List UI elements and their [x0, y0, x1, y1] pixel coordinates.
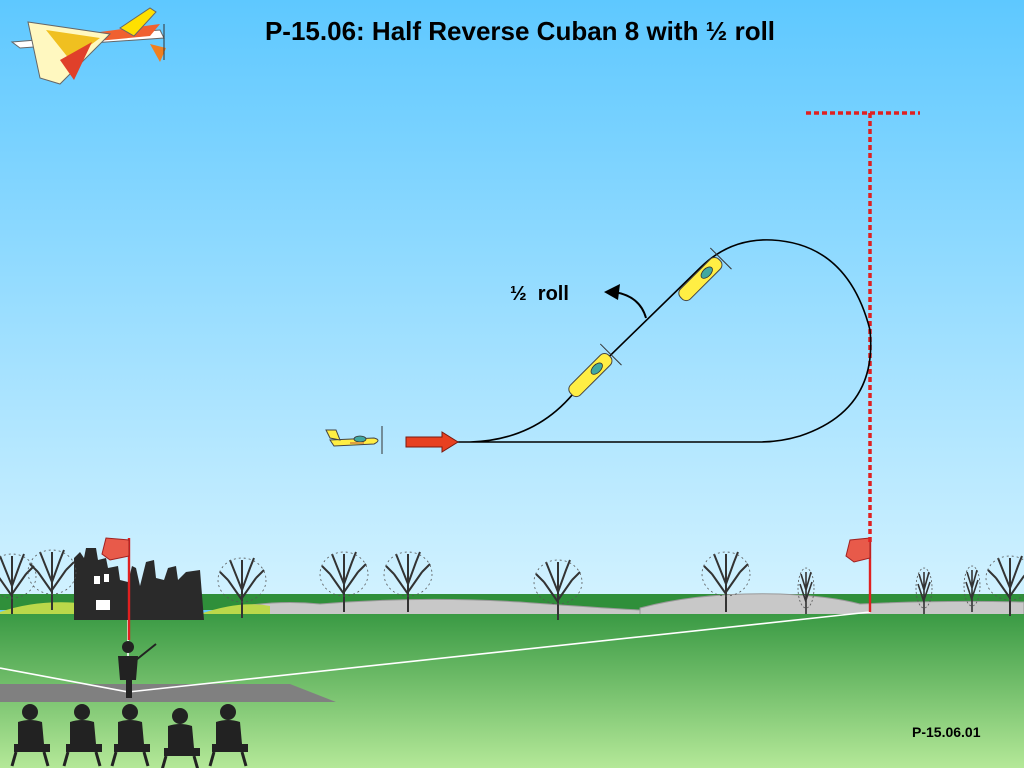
pilot-icon	[118, 641, 157, 698]
flag-icon	[101, 537, 131, 640]
grey-hills	[199, 593, 1024, 617]
runway	[0, 684, 336, 702]
figure-code: P-15.06.01	[912, 724, 981, 740]
sky	[0, 0, 1024, 600]
ruin-window	[104, 574, 109, 582]
roll-label: ½ roll	[510, 283, 569, 305]
flag-icon	[845, 537, 872, 612]
ruin-window	[94, 576, 100, 584]
logo-plane-icon	[10, 7, 166, 85]
yellow-field	[0, 602, 270, 616]
page-title: P-15.06: Half Reverse Cuban 8 with ½ rol…	[264, 16, 776, 46]
ruin-window	[96, 600, 110, 610]
flight-path	[456, 239, 872, 443]
sight-line-right	[127, 611, 871, 693]
sight-line-left	[0, 667, 129, 693]
roll-arrow-head	[604, 284, 620, 300]
entry-arrow	[405, 431, 459, 453]
climbing-plane-icon	[568, 343, 622, 398]
rolled-plane-icon	[678, 247, 732, 302]
